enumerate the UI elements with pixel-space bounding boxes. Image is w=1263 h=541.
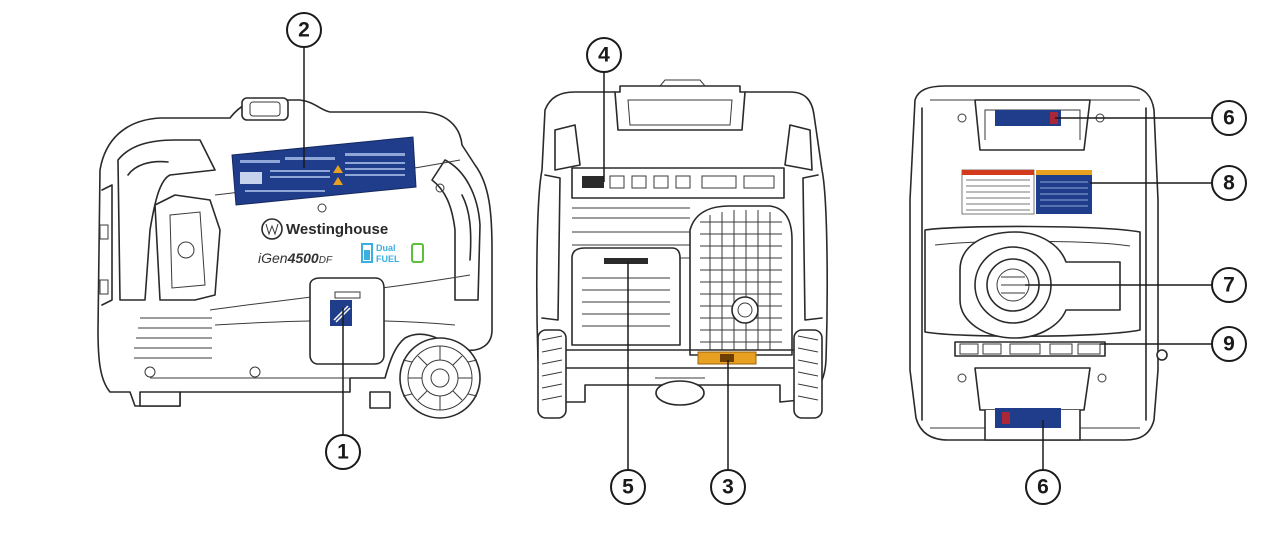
rear-tires: [537, 329, 823, 419]
callout-7: [1211, 267, 1247, 303]
svg-text:8: 8: [1223, 172, 1235, 195]
callout-9: [1211, 326, 1247, 362]
generator-side-view: Westinghouse iGen4500DF Dual FUEL: [97, 97, 493, 419]
callout-8: [1211, 165, 1247, 201]
generator-top-view: [909, 85, 1168, 441]
callout-6-top: [1211, 100, 1247, 136]
svg-text:Dual: Dual: [376, 243, 396, 253]
svg-text:4: 4: [598, 44, 610, 67]
callout-4: [586, 37, 622, 73]
svg-text:9: 9: [1223, 333, 1235, 356]
callout-5: [610, 469, 646, 505]
warning-labels: [961, 169, 1092, 215]
svg-text:2: 2: [298, 19, 310, 42]
model-name: iGen4500DF: [258, 250, 333, 266]
callout-1: [325, 434, 361, 470]
top-handle: [957, 99, 1105, 151]
rear-cover: [571, 247, 681, 346]
control-strip: [954, 341, 1106, 357]
svg-text:1: 1: [337, 441, 349, 464]
westinghouse-logo-icon: [261, 218, 283, 240]
svg-text:7: 7: [1223, 274, 1235, 297]
callout-2: [286, 12, 322, 48]
callouts: 1 2 3 4 5 6 6 7 8 9: [286, 12, 1247, 505]
svg-text:6: 6: [1037, 476, 1049, 499]
svg-text:6: 6: [1223, 107, 1235, 130]
svg-text:3: 3: [722, 476, 734, 499]
brand-name: Westinghouse: [286, 221, 388, 238]
svg-text:5: 5: [622, 476, 634, 499]
wheel: [399, 337, 481, 419]
callout-3: [710, 469, 746, 505]
svg-text:FUEL: FUEL: [376, 254, 400, 264]
dual-fuel-badge: Dual FUEL: [361, 243, 424, 264]
callout-6-bottom: [1025, 469, 1061, 505]
bottom-handle: [957, 367, 1107, 441]
generator-rear-view: [536, 79, 828, 419]
muffler-grille: [689, 205, 793, 356]
